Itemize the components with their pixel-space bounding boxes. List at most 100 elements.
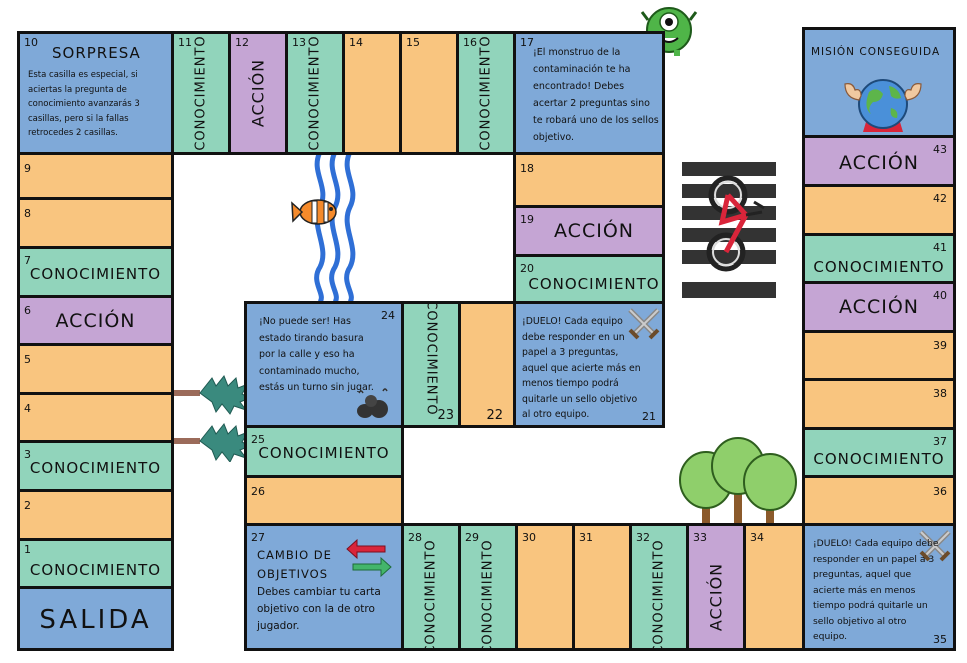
fish-icon [291,199,337,225]
cell-number: 35 [933,633,947,646]
cell-number: 7 [24,254,31,267]
cell-label: ACCIÓN [248,58,268,128]
cell-number: 24 [381,309,395,322]
cell-21-duelo: ¡DUELO! Cada equipo debe responder en un… [513,301,665,428]
cell-41: 41 CONOCIMIENTO [802,233,956,284]
cell-number: 11 [178,36,192,49]
cell-5: 5 [17,343,174,395]
cambio-title: CAMBIO DE OBJETIVOS [257,548,332,581]
cell-number: 5 [24,353,31,366]
cell-number: 18 [520,162,534,175]
cell-number: 2 [24,499,31,512]
sorpresa-text: Esta casilla es especial, si aciertas la… [28,70,140,138]
trash-bags-icon [357,388,388,418]
cell-number: 28 [408,531,422,544]
cell-number: 8 [24,207,31,220]
goal-cell-mision: MISIÓN CONSEGUIDA [802,27,956,138]
cell-18: 18 [513,152,665,208]
cell-number: 41 [933,241,947,254]
cell-number: 38 [933,387,947,400]
cell-number: 23 [437,408,454,423]
cell-29: 29 CONOCIMIENTO [458,523,518,651]
cell-35-duelo: ¡DUELO! Cada equipo debe responder en un… [802,523,956,651]
cell-number: 1 [24,543,31,556]
cell-label: CONOCIMIENTO [193,35,209,151]
cell-28: 28 CONOCIMIENTO [401,523,461,651]
cell-number: 33 [693,531,707,544]
cell-36: 36 [802,475,956,526]
cell-23: CONOCIMIENTO 23 [401,301,461,428]
cell-4: 4 [17,392,174,443]
cell-11: 11 CONOCIMIENTO [171,31,231,155]
duelo-text: ¡DUELO! Cada equipo debe responder en un… [813,538,939,642]
cell-17-monstruo: 17 ¡El monstruo de la contaminación te h… [513,31,665,155]
cell-label: CONOCIMIENTO [29,265,162,283]
cell-number: 27 [251,531,265,544]
cell-label: CONOCIMIENTO [813,258,945,276]
duelo-text: ¡DUELO! Cada equipo debe responder en un… [522,316,641,420]
cell-number: 3 [24,448,31,461]
cell-number: 37 [933,435,947,448]
cell-label: CONOCIMIENTO [307,35,323,151]
cell-number: 9 [24,162,31,175]
cell-number: 20 [520,262,534,275]
bicycle-crosswalk-icon [682,162,776,298]
cell-32: 32 CONOCIMIENTO [629,523,689,651]
pine-trees-illustration [170,375,250,462]
cell-label: ACCIÓN [55,310,136,332]
start-label: SALIDA [39,605,152,635]
cell-number: 40 [933,289,947,302]
river-illustration [314,152,362,302]
sorpresa-title: SORPRESA [52,44,141,62]
cell-number: 4 [24,402,31,415]
cell-number: 12 [235,36,249,49]
cell-15: 15 [399,31,459,155]
swap-arrows-icon [346,538,392,578]
cell-7: 7 CONOCIMIENTO [17,246,174,298]
cell-19: 19 ACCIÓN [513,205,665,257]
cell-number: 32 [636,531,650,544]
monstruo-text: ¡El monstruo de la contaminación te ha e… [533,47,659,143]
cell-number: 26 [251,485,265,498]
cell-number: 6 [24,304,31,317]
cell-label: ACCIÓN [839,152,919,174]
cell-16: 16 CONOCIMIENTO [456,31,516,155]
cell-number: 22 [486,408,503,423]
cell-label: CONOCIMIENTO [528,275,660,293]
cell-label: CONOCIMIENTO [29,459,162,477]
cell-number: 39 [933,339,947,352]
cell-38: 38 [802,378,956,430]
cell-9: 9 [17,152,174,200]
cell-10-sorpresa: 10 SORPRESA Esta casilla es especial, si… [17,31,174,155]
basura-text: ¡No puede ser! Has estado tirando basura… [259,316,374,393]
cell-8: 8 [17,197,174,249]
cell-number: 13 [292,36,306,49]
cell-31: 31 [572,523,632,651]
cell-number: 31 [579,531,593,544]
cell-6: 6 ACCIÓN [17,295,174,346]
cell-number: 25 [251,433,265,446]
cell-label: ACCIÓN [839,296,919,318]
cell-number: 34 [750,531,764,544]
start-cell: SALIDA [17,586,174,651]
cell-number: 42 [933,192,947,205]
cell-30: 30 [515,523,575,651]
cell-label: CONOCIMIENTO [29,561,162,579]
cell-number: 19 [520,213,534,226]
cell-12: 12 ACCIÓN [228,31,288,155]
cell-24-basura: 24 ¡No puede ser! Has estado tirando bas… [244,301,404,428]
cell-3: 3 CONOCIMIENTO [17,440,174,492]
cell-43: 43 ACCIÓN [802,135,956,187]
cell-number: 30 [522,531,536,544]
cell-39: 39 [802,330,956,381]
cell-33: 33 ACCIÓN [686,523,746,651]
mision-title: MISIÓN CONSEGUIDA [811,46,941,58]
cell-13: 13 CONOCIMIENTO [285,31,345,155]
crossed-swords-icon [919,530,951,562]
cell-number: 14 [349,36,363,49]
cell-label: CONOCIMIENTO [423,539,439,651]
cell-2: 2 [17,489,174,541]
trees-illustration [679,437,797,530]
cell-14: 14 [342,31,402,155]
